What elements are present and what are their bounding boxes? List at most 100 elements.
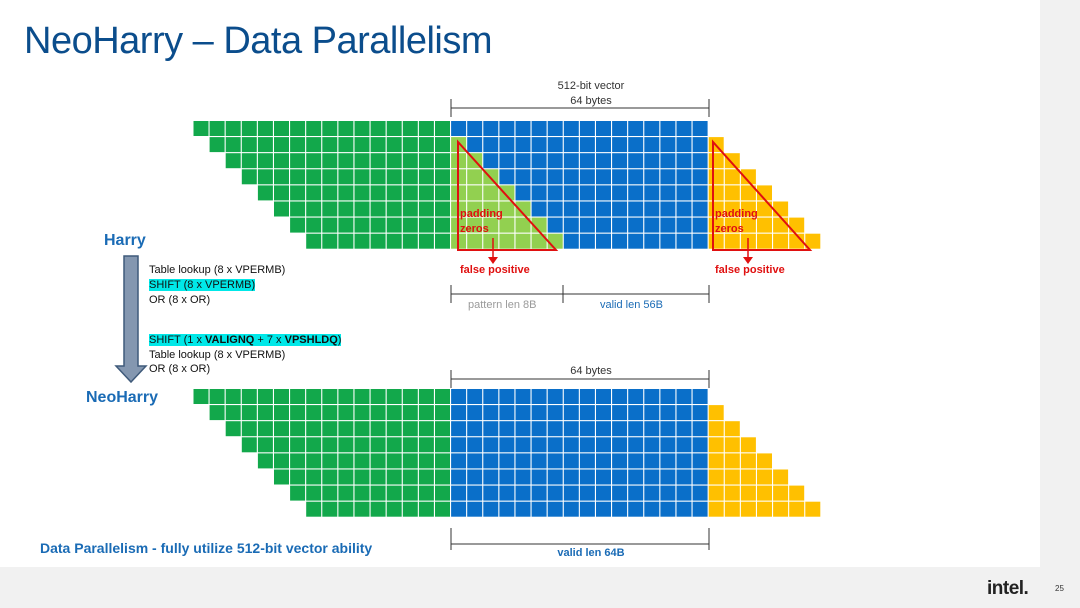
byte-cell	[225, 421, 241, 437]
byte-cell	[789, 501, 805, 517]
byte-cell	[644, 485, 660, 501]
byte-cell	[579, 405, 595, 421]
byte-cell	[467, 185, 483, 201]
byte-cell	[547, 153, 563, 169]
byte-cell	[386, 185, 402, 201]
byte-cell	[531, 405, 547, 421]
byte-cell	[418, 121, 434, 136]
byte-cell	[676, 501, 692, 517]
byte-cell	[402, 169, 418, 185]
byte-cell	[354, 469, 370, 485]
byte-cell	[724, 469, 740, 485]
byte-cell	[290, 153, 306, 169]
byte-cell	[354, 485, 370, 501]
byte-cell	[563, 121, 579, 136]
byte-cell	[402, 185, 418, 201]
byte-cell	[531, 421, 547, 437]
byte-cell	[354, 185, 370, 201]
byte-cell	[225, 121, 241, 136]
byte-cell	[676, 469, 692, 485]
byte-cell	[757, 217, 772, 233]
byte-cell	[757, 453, 772, 469]
byte-cell	[596, 121, 611, 136]
byte-cell	[579, 389, 595, 404]
byte-cell	[483, 153, 499, 169]
byte-cell	[451, 405, 467, 421]
byte-cell	[322, 485, 338, 501]
byte-cell	[628, 169, 644, 185]
byte-cell	[274, 469, 289, 485]
byte-cell	[660, 485, 676, 501]
byte-cell	[740, 437, 756, 453]
byte-cell	[499, 469, 515, 485]
byte-cell	[612, 437, 628, 453]
byte-cell	[676, 121, 692, 136]
byte-cell	[724, 169, 740, 185]
byte-cell	[370, 485, 386, 501]
byte-cell	[483, 421, 499, 437]
byte-cell	[563, 185, 579, 201]
byte-cell	[660, 217, 676, 233]
byte-cell	[483, 217, 499, 233]
byte-cell	[435, 201, 450, 217]
byte-cell	[773, 485, 789, 501]
byte-cell	[579, 501, 595, 517]
byte-cell	[757, 201, 772, 217]
byte-cell	[547, 453, 563, 469]
byte-cell	[418, 437, 434, 453]
byte-cell	[547, 485, 563, 501]
byte-cell	[402, 405, 418, 421]
byte-cell	[596, 485, 611, 501]
byte-cell	[386, 201, 402, 217]
byte-cell	[241, 421, 257, 437]
byte-cell	[547, 169, 563, 185]
byte-cell	[515, 405, 531, 421]
byte-cell	[418, 137, 434, 153]
byte-cell	[628, 501, 644, 517]
byte-cell	[596, 217, 611, 233]
byte-cell	[257, 405, 273, 421]
byte-cell	[418, 453, 434, 469]
byte-cell	[370, 405, 386, 421]
byte-cell	[418, 469, 434, 485]
byte-cell	[354, 121, 370, 136]
byte-cell	[773, 469, 789, 485]
byte-cell	[531, 501, 547, 517]
byte-cell	[644, 233, 660, 249]
byte-cell	[467, 233, 483, 249]
byte-cell	[628, 217, 644, 233]
byte-cell	[612, 185, 628, 201]
byte-cell	[628, 153, 644, 169]
byte-cell	[612, 121, 628, 136]
byte-cell	[499, 169, 515, 185]
byte-cell	[354, 169, 370, 185]
byte-cell	[322, 405, 338, 421]
byte-cell	[579, 217, 595, 233]
byte-cell	[354, 233, 370, 249]
false-positive-arrow-right	[743, 238, 753, 264]
byte-cell	[692, 501, 708, 517]
byte-cell	[724, 153, 740, 169]
byte-cell	[499, 217, 515, 233]
harry-byte-grid	[193, 121, 821, 249]
byte-cell	[660, 389, 676, 404]
false-positive-label-right: false positive	[715, 264, 785, 276]
byte-cell	[306, 201, 322, 217]
byte-cell	[692, 169, 708, 185]
byte-cell	[708, 453, 724, 469]
byte-cell	[773, 501, 789, 517]
byte-cell	[306, 453, 322, 469]
byte-cell	[579, 153, 595, 169]
byte-cell	[740, 501, 756, 517]
byte-cell	[708, 169, 724, 185]
harry-step-or: OR (8 x OR)	[149, 294, 211, 306]
byte-cell	[547, 233, 563, 249]
byte-cell	[531, 437, 547, 453]
byte-cell	[483, 501, 499, 517]
byte-cell	[612, 453, 628, 469]
byte-cell	[660, 201, 676, 217]
byte-cell	[467, 469, 483, 485]
byte-cell	[451, 389, 467, 404]
byte-cell	[241, 389, 257, 404]
byte-cell	[402, 217, 418, 233]
